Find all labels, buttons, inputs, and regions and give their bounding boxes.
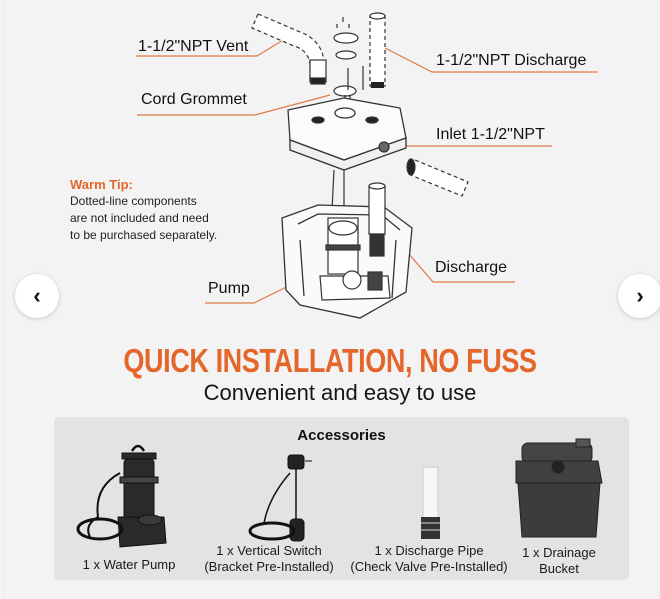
pump-icon <box>319 182 391 301</box>
warm-tip-title: Warm Tip: <box>70 177 133 192</box>
chevron-right-icon: › <box>636 283 644 308</box>
label-discharge-top: 1-1/2"NPT Discharge <box>436 52 587 69</box>
accessory-discharge-pipe-caption: 1 x Discharge Pipe (Check Valve Pre-Inst… <box>344 543 514 575</box>
exploded-diagram: 1-1/2"NPT Vent Cord Grommet 1-1/2"NPT Di… <box>70 12 598 319</box>
warm-tip-line: are not included and need <box>70 211 209 225</box>
discharge-pipe-image <box>421 466 440 539</box>
carousel-prev-button[interactable]: ‹ <box>15 274 59 318</box>
accessory-vertical-switch-caption: 1 x Vertical Switch (Bracket Pre-Install… <box>194 543 344 575</box>
label-inlet: Inlet 1-1/2"NPT <box>436 126 545 143</box>
accessory-line: (Check Valve Pre-Installed) <box>350 559 508 574</box>
lid-icon <box>287 97 407 171</box>
accessories-title: Accessories <box>297 427 386 444</box>
accessory-water-pump-caption: 1 x Water Pump <box>68 557 190 573</box>
leader-discharge-top <box>384 47 598 73</box>
drainage-bucket-image <box>515 438 603 538</box>
chevron-left-icon: ‹ <box>33 283 41 308</box>
warm-tip-line: to be purchased separately. <box>70 228 218 242</box>
accessory-line: 1 x Discharge Pipe <box>374 543 484 558</box>
headline: QUICK INSTALLATION, NO FUSS <box>123 342 537 379</box>
leader-vent <box>136 33 294 57</box>
label-discharge: Discharge <box>435 259 508 276</box>
water-pump-image <box>76 444 167 548</box>
inlet-pipe-icon <box>406 158 469 197</box>
accessory-images <box>76 438 603 548</box>
warm-tip-line: Dotted-line components <box>70 194 197 208</box>
leader-grommet <box>137 94 331 116</box>
accessory-line: 1 x Vertical Switch <box>216 543 322 558</box>
vertical-switch-image <box>248 454 312 542</box>
subheadline: Convenient and easy to use <box>203 380 477 405</box>
accessory-line: Bucket <box>539 561 579 576</box>
diagram-drawing <box>136 12 598 319</box>
accessories-panel: Accessories <box>54 417 629 580</box>
accessory-line: 1 x Drainage <box>522 545 596 560</box>
accessory-drainage-bucket-caption: 1 x Drainage Bucket <box>514 545 604 577</box>
accessory-line: 1 x Water Pump <box>82 557 176 572</box>
vent-pipe-icon <box>251 13 327 85</box>
warm-tip: Warm Tip: Dotted-line components are not… <box>70 176 217 244</box>
carousel-next-button[interactable]: › <box>618 274 660 318</box>
label-cord-grommet: Cord Grommet <box>141 91 247 108</box>
discharge-pipe-icon <box>369 12 386 88</box>
accessory-line: (Bracket Pre-Installed) <box>204 559 334 574</box>
cap-parts-icon <box>333 17 364 130</box>
label-pump: Pump <box>208 280 250 297</box>
label-vent: 1-1/2"NPT Vent <box>138 38 249 55</box>
